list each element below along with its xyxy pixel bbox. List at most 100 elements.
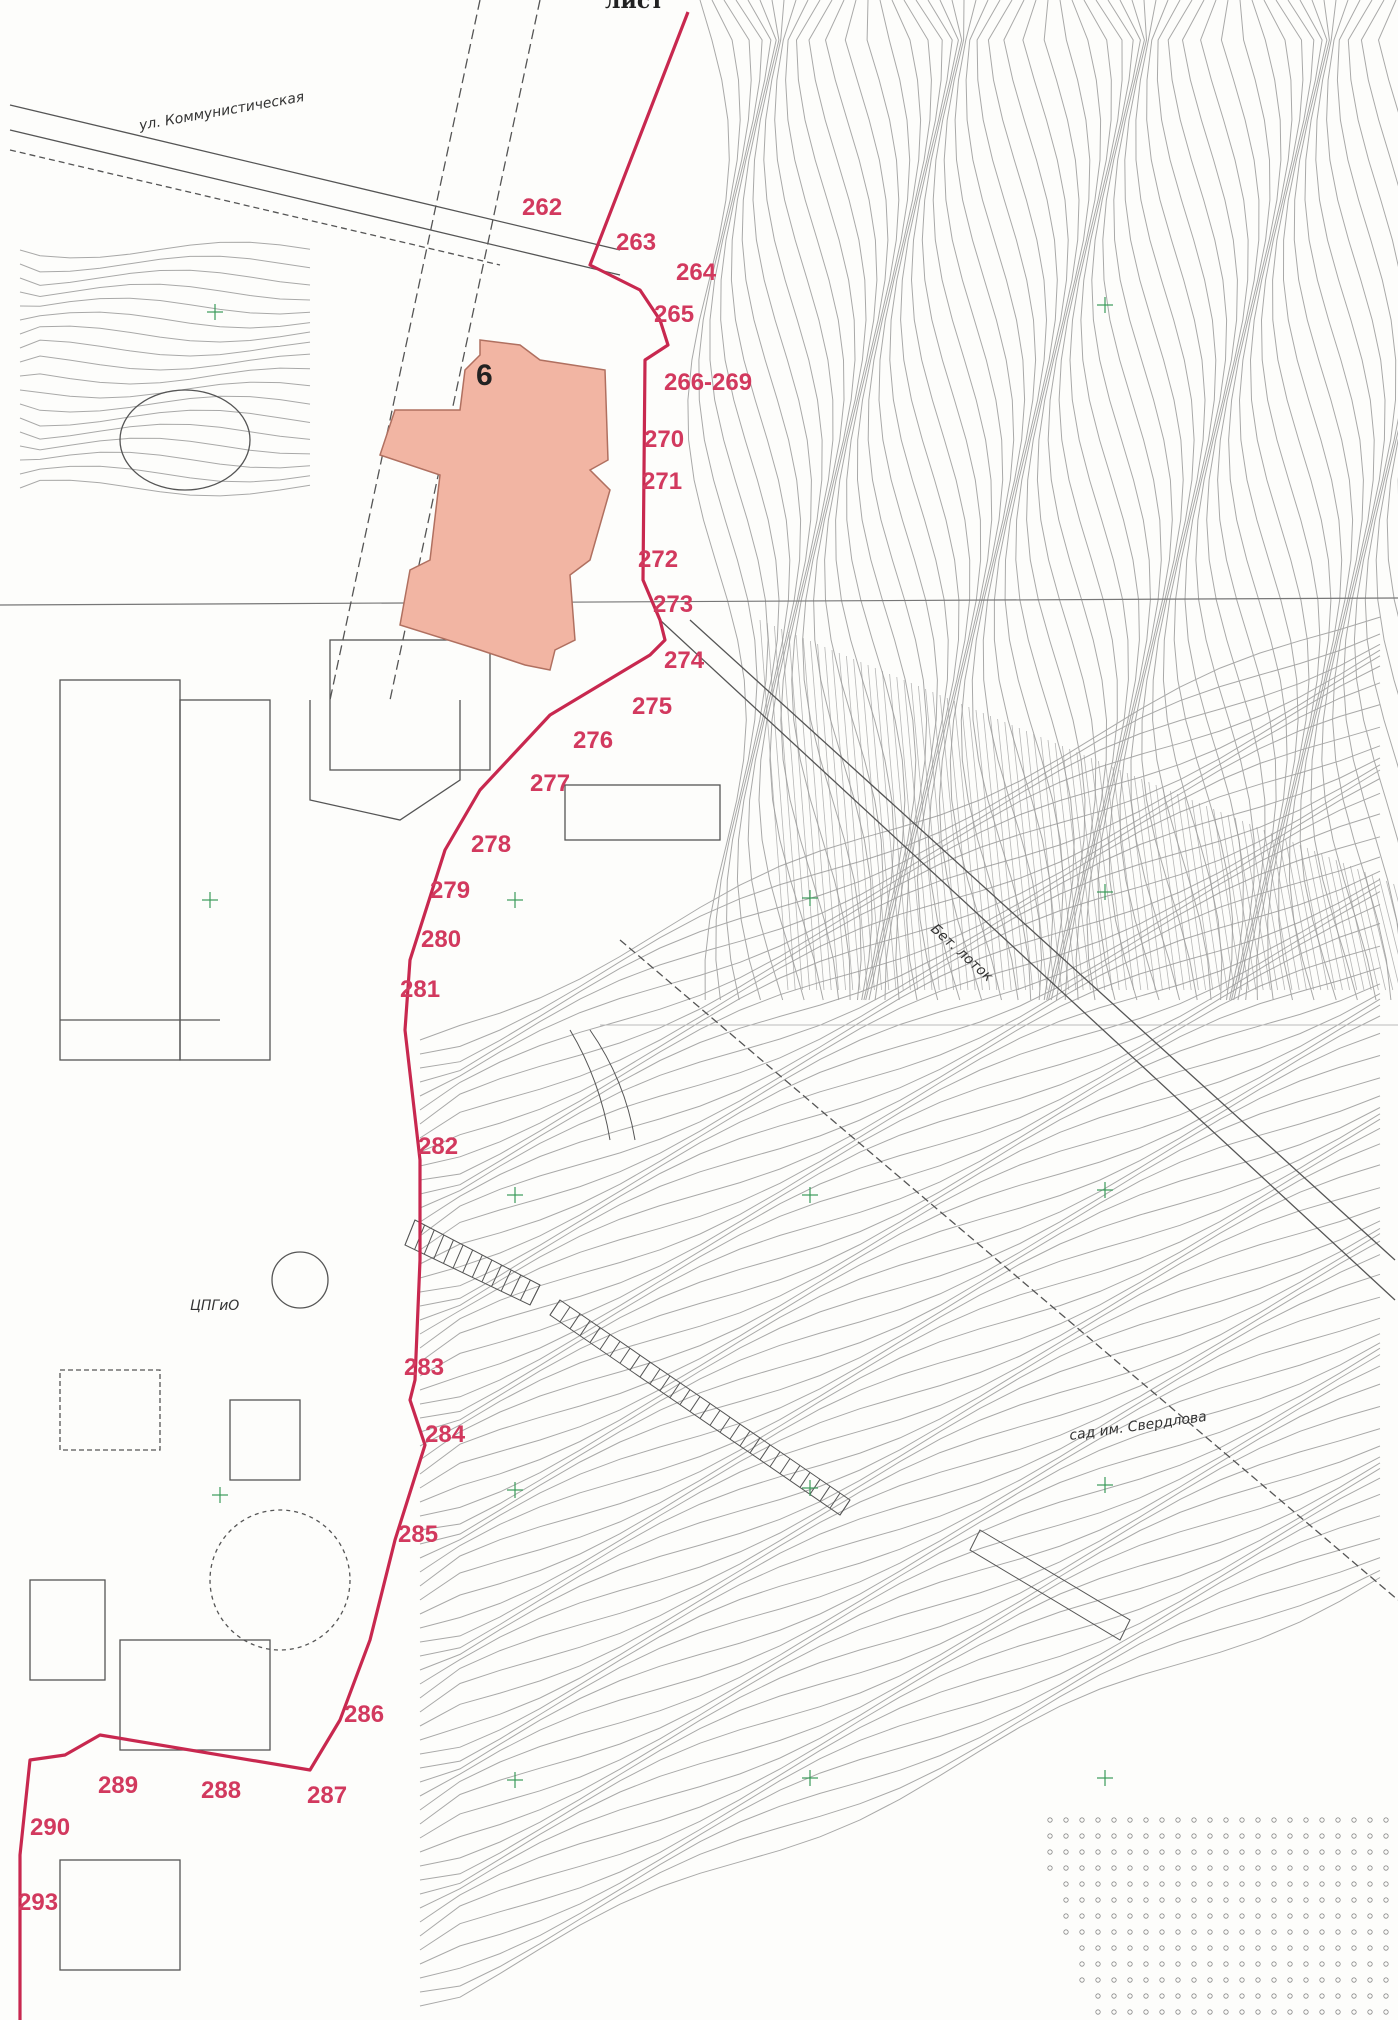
contour-lines xyxy=(19,0,1398,2007)
contour-line xyxy=(419,891,1381,1335)
dot-mark xyxy=(1383,1993,1389,1999)
dot-mark xyxy=(1367,1913,1373,1919)
stairs xyxy=(404,1029,1131,1641)
dot-mark xyxy=(1175,1849,1181,1855)
point-label-284: 284 xyxy=(425,1421,466,1448)
dot-mark xyxy=(1207,1817,1213,1823)
lot-6-polygon[interactable] xyxy=(379,339,611,671)
hatch-line xyxy=(1306,847,1336,991)
stair-tick xyxy=(699,1403,711,1419)
dot-mark xyxy=(1143,1929,1149,1935)
hatch-line xyxy=(1105,763,1134,991)
dot-mark xyxy=(1223,2009,1229,2015)
dot-mark xyxy=(1143,1865,1149,1871)
hatch-line xyxy=(1062,745,1091,991)
contour-line xyxy=(419,1127,1381,1573)
hatch-line xyxy=(939,694,969,991)
hatch-line xyxy=(759,619,789,991)
contour-line xyxy=(419,1206,1381,1629)
stair-tick xyxy=(599,1334,611,1350)
boundary-line[interactable] xyxy=(18,11,690,2020)
hatch-line xyxy=(1191,799,1221,991)
contour-line xyxy=(419,1240,1381,1685)
stair-tick xyxy=(659,1375,671,1392)
dot-mark xyxy=(1191,1993,1197,1999)
building-outline xyxy=(179,699,271,1061)
dot-mark xyxy=(1319,1881,1325,1887)
dot-mark xyxy=(1335,1881,1341,1887)
contour-line xyxy=(419,856,1381,1279)
hatch-line xyxy=(954,700,983,991)
dot-mark xyxy=(1111,1977,1117,1983)
dot-mark xyxy=(1271,1833,1277,1839)
dot-mark xyxy=(1287,1897,1293,1903)
stair-tick xyxy=(609,1341,621,1357)
contour-line xyxy=(19,423,311,440)
dot-mark xyxy=(1383,1913,1389,1919)
hatch-line xyxy=(1364,871,1394,991)
contour-line xyxy=(976,0,1054,1001)
dot-mark xyxy=(1319,2009,1325,2015)
contour-line xyxy=(867,0,928,1001)
dot-mark xyxy=(1223,1817,1229,1823)
hatch-line xyxy=(1083,754,1113,991)
hatch-line xyxy=(846,655,875,991)
dot-mark xyxy=(1287,1817,1293,1823)
dot-mark xyxy=(1303,1993,1309,1999)
contour-line xyxy=(824,0,895,1001)
contour-line xyxy=(419,1428,1381,1853)
dot-mark xyxy=(1095,1929,1101,1935)
contour-line xyxy=(419,1577,1381,2007)
hatch-line xyxy=(961,703,990,991)
contour-line xyxy=(932,0,1002,1001)
building-outline xyxy=(229,1399,301,1481)
dot-mark xyxy=(1127,1913,1133,1919)
hatch-line xyxy=(932,691,962,991)
hatch-line xyxy=(1299,844,1329,991)
dot-mark xyxy=(1191,1913,1197,1919)
stair-tick xyxy=(689,1396,701,1412)
point-label-279: 279 xyxy=(430,877,470,904)
contour-line xyxy=(954,0,1032,1001)
dot-mark xyxy=(1079,1913,1085,1919)
dot-mark xyxy=(1383,2009,1389,2015)
hatch-line xyxy=(1314,850,1343,991)
hatch-line xyxy=(831,649,861,991)
stair-tick xyxy=(649,1368,661,1385)
dot-mark xyxy=(1351,1993,1357,1999)
dot-mark xyxy=(1079,1881,1085,1887)
hatch-line xyxy=(1090,757,1120,991)
dot-mark xyxy=(1351,1961,1357,1967)
hatch-line xyxy=(1285,838,1314,991)
dot-mark xyxy=(1271,1929,1277,1935)
contour-line xyxy=(419,1227,1381,1657)
dot-mark xyxy=(1175,1977,1181,1983)
point-label-277: 277 xyxy=(530,770,570,797)
contour-line xyxy=(419,993,1381,1419)
dot-mark xyxy=(1079,1977,1085,1983)
point-label-288: 288 xyxy=(201,1777,241,1804)
contour-line xyxy=(720,0,780,1001)
contour-line xyxy=(774,0,851,1001)
dot-mark xyxy=(1191,1833,1197,1839)
stair-tick xyxy=(759,1444,771,1461)
point-label-286: 286 xyxy=(344,1701,384,1728)
stair-tick xyxy=(443,1239,454,1264)
dot-mark xyxy=(1095,1913,1101,1919)
dot-mark xyxy=(1367,1945,1373,1951)
dot-mark xyxy=(1255,2009,1261,2015)
dot-mark xyxy=(1047,1817,1053,1823)
dot-mark xyxy=(1383,1897,1389,1903)
dot-mark xyxy=(1079,1945,1085,1951)
contour-line xyxy=(19,311,311,329)
dot-mark xyxy=(1383,1849,1389,1855)
contour-line xyxy=(419,1015,1381,1461)
dot-mark xyxy=(1351,1945,1357,1951)
dot-mark xyxy=(1271,2009,1277,2015)
dot-mark xyxy=(1367,1977,1373,1983)
dot-mark xyxy=(1239,1897,1245,1903)
dot-mark xyxy=(1191,1929,1197,1935)
dot-mark xyxy=(1159,2009,1165,2015)
dot-mark xyxy=(1271,1913,1277,1919)
hatch-line xyxy=(1119,769,1149,991)
